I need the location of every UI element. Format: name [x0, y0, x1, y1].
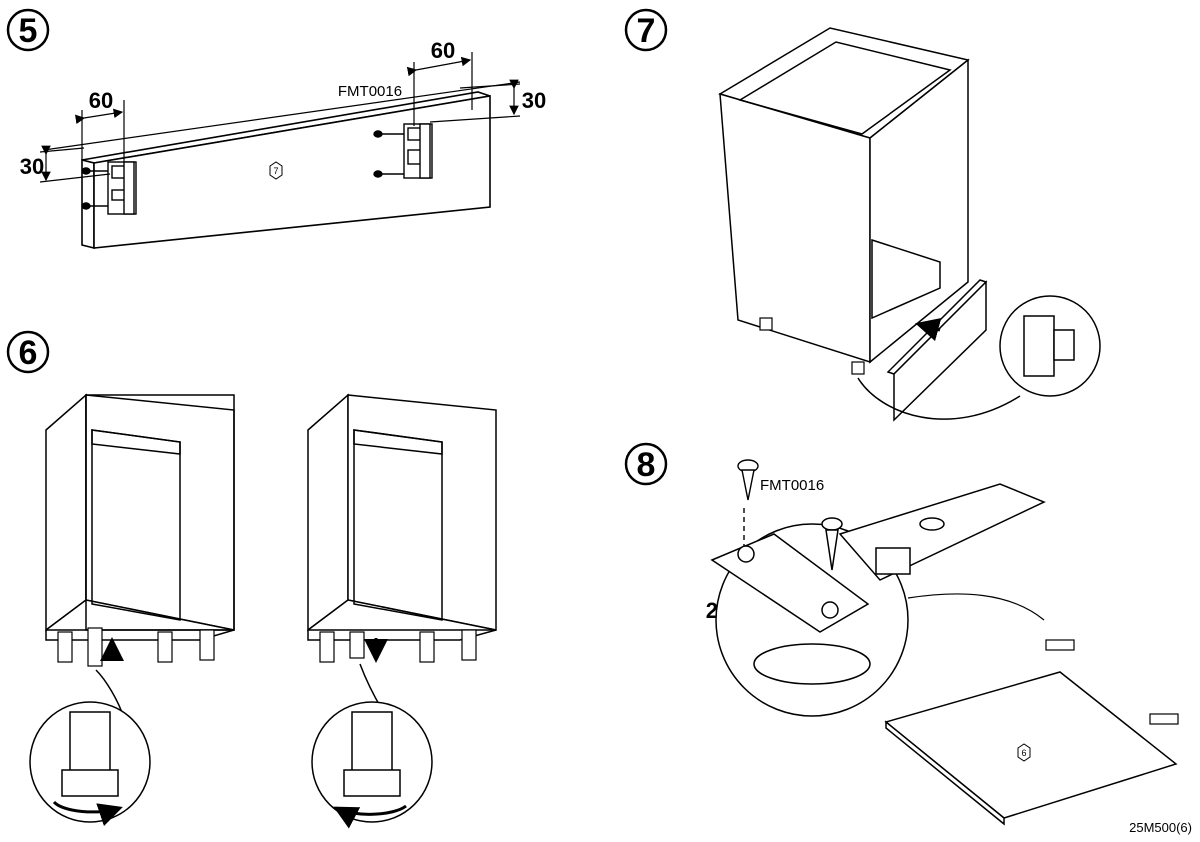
screw-code-label: FMT0016	[338, 83, 402, 100]
step-6-number-badge: 6	[6, 330, 50, 374]
step-7-number: 7	[637, 12, 656, 50]
cabinet-upright	[718, 27, 970, 364]
step-8: 8 FMT0016 2x	[624, 442, 1179, 826]
magnifier-callout-icon	[29, 669, 151, 827]
screw-code-label: FMT0016	[760, 477, 824, 494]
step-5-number: 5	[19, 12, 38, 50]
door-panel	[884, 671, 1178, 826]
document-code: 25M500(6)	[1129, 820, 1192, 835]
arrow-up-icon	[915, 317, 942, 342]
part-number-hexagon: 6	[1017, 743, 1031, 762]
dimension-width-left: 60	[89, 88, 113, 113]
part-number-hexagon: 7	[269, 161, 283, 180]
dimension-width-right: 60	[431, 38, 455, 63]
cabinet-left	[45, 393, 235, 641]
magnifier-callout-icon	[857, 295, 1101, 420]
dimension-height-left: 30	[20, 154, 44, 179]
step-7-number-badge: 7	[624, 8, 668, 52]
part-number-label: 7	[273, 166, 278, 176]
bracket-icon	[107, 161, 137, 215]
cabinet-right	[307, 393, 497, 641]
step-6-number: 6	[19, 334, 38, 372]
step-8-number: 8	[637, 446, 656, 484]
step-5-number-badge: 5	[6, 8, 50, 52]
step-7: 7	[624, 8, 1101, 422]
leg-icon	[57, 627, 215, 667]
dimension-lines	[39, 52, 521, 183]
part-number-label: 6	[1021, 748, 1026, 758]
hinge-icon	[1045, 639, 1179, 725]
leg-icon	[759, 317, 865, 375]
step-8-number-badge: 8	[624, 442, 668, 486]
screw-icon	[81, 167, 108, 210]
hinge-icon	[710, 483, 1046, 633]
leg-icon	[319, 629, 477, 663]
dimension-height-right: 30	[522, 88, 546, 113]
screw-icon	[373, 130, 404, 178]
step-5: 5 7	[6, 8, 546, 250]
bracket-icon	[403, 123, 433, 179]
callout-line	[907, 593, 1045, 621]
step-6: 6	[6, 330, 497, 829]
magnifier-callout-icon	[311, 663, 433, 829]
